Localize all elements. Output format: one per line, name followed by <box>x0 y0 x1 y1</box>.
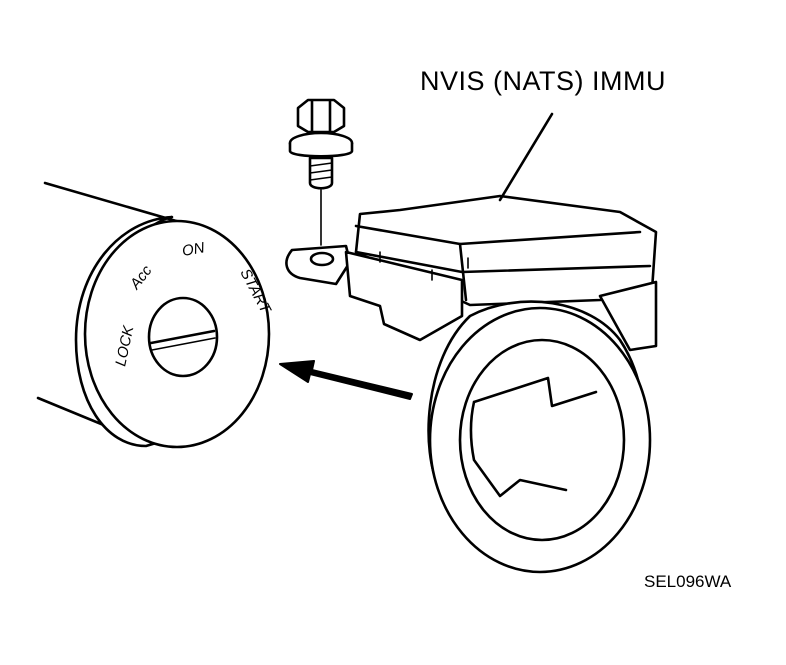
leader-line <box>498 112 554 202</box>
figure-code-label: SEL096WA <box>644 572 732 591</box>
key-position-on: ON <box>181 239 206 260</box>
antenna-ring <box>427 300 652 574</box>
unit-title-label: NVIS (NATS) IMMU <box>420 66 666 96</box>
installation-arrow <box>279 360 413 400</box>
key-cylinder <box>74 215 271 449</box>
nvis-immu-unit <box>285 194 658 352</box>
bolt <box>288 98 354 246</box>
